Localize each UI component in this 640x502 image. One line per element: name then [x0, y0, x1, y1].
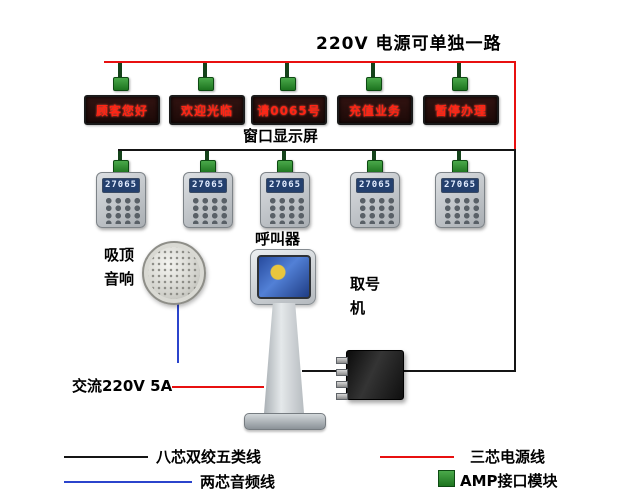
connector-stem	[285, 63, 289, 77]
connector-stem	[118, 63, 122, 77]
window-display-text: 欢迎光临	[180, 103, 233, 118]
power-bus-line	[104, 61, 516, 63]
connector-stem	[372, 151, 376, 160]
kiosk-caption: 取号机	[350, 275, 381, 317]
window-display: 欢迎光临	[169, 95, 245, 125]
legend-power-label: 三芯电源线	[470, 448, 546, 466]
legend-cat5-line-icon	[64, 456, 148, 458]
caller-keypad	[102, 196, 140, 224]
data-bus-line	[118, 149, 516, 151]
window-display: 请0065号	[251, 95, 327, 125]
connector-stem	[457, 151, 461, 160]
caller-device: 27065	[183, 172, 233, 228]
connector-stem	[118, 151, 122, 160]
amp-connector-icon	[113, 77, 129, 91]
module-pin	[336, 381, 348, 388]
legend-audio-line-icon	[64, 481, 192, 483]
connector-stem	[371, 63, 375, 77]
ac-power-line	[172, 386, 264, 388]
caller-keypad	[189, 196, 227, 224]
caller-device: 27065	[96, 172, 146, 228]
window-display: 暂停办理	[423, 95, 499, 125]
caller-lcd: 27065	[441, 178, 479, 193]
amp-interface-module-icon	[346, 350, 404, 400]
power-note-label: 220V 电源可单独一路	[316, 34, 502, 54]
window-display-text: 请0065号	[257, 103, 321, 118]
kiosk-screen	[257, 255, 311, 299]
caller-device: 27065	[435, 172, 485, 228]
caller-lcd: 27065	[266, 178, 304, 193]
connector-stem	[205, 151, 209, 160]
ac-power-caption: 交流220V 5A	[72, 377, 173, 395]
legend-amp-square-icon	[438, 470, 455, 487]
module-pin	[336, 393, 348, 400]
amp-connector-icon	[280, 77, 296, 91]
ceiling-speaker-icon	[142, 241, 206, 305]
caller-device: 27065	[350, 172, 400, 228]
caller-lcd: 27065	[356, 178, 394, 193]
amp-connector-icon	[366, 77, 382, 91]
amp-connector-icon	[198, 77, 214, 91]
data-bus-right-drop	[514, 149, 516, 372]
window-display-text: 顾客您好	[95, 103, 148, 118]
data-line-to-module	[402, 370, 516, 372]
module-pin	[336, 369, 348, 376]
display-row-caption: 窗口显示屏	[243, 127, 319, 145]
power-bus-right-drop	[514, 61, 516, 151]
connector-stem	[457, 63, 461, 77]
legend-amp-label: AMP接口模块	[460, 472, 558, 490]
caller-keypad	[441, 196, 479, 224]
caller-device: 27065	[260, 172, 310, 228]
speaker-caption: 吸顶音响	[104, 246, 135, 288]
audio-line	[177, 301, 179, 363]
caller-lcd: 27065	[102, 178, 140, 193]
caller-keypad	[356, 196, 394, 224]
kiosk-base	[244, 413, 326, 430]
connector-stem	[203, 63, 207, 77]
window-display-text: 充值业务	[348, 103, 401, 118]
window-display: 充值业务	[337, 95, 413, 125]
kiosk-body	[263, 303, 305, 415]
amp-connector-icon	[452, 77, 468, 91]
connector-stem	[282, 151, 286, 160]
legend-power-line-icon	[380, 456, 454, 458]
legend-cat5-label: 八芯双绞五类线	[156, 448, 262, 466]
caller-keypad	[266, 196, 304, 224]
caller-row-caption: 呼叫器	[255, 230, 301, 248]
window-display-text: 暂停办理	[434, 103, 487, 118]
window-display: 顾客您好	[84, 95, 160, 125]
module-pin	[336, 357, 348, 364]
kiosk-to-module-line	[302, 370, 338, 372]
legend-audio-label: 两芯音频线	[200, 473, 276, 491]
caller-lcd: 27065	[189, 178, 227, 193]
